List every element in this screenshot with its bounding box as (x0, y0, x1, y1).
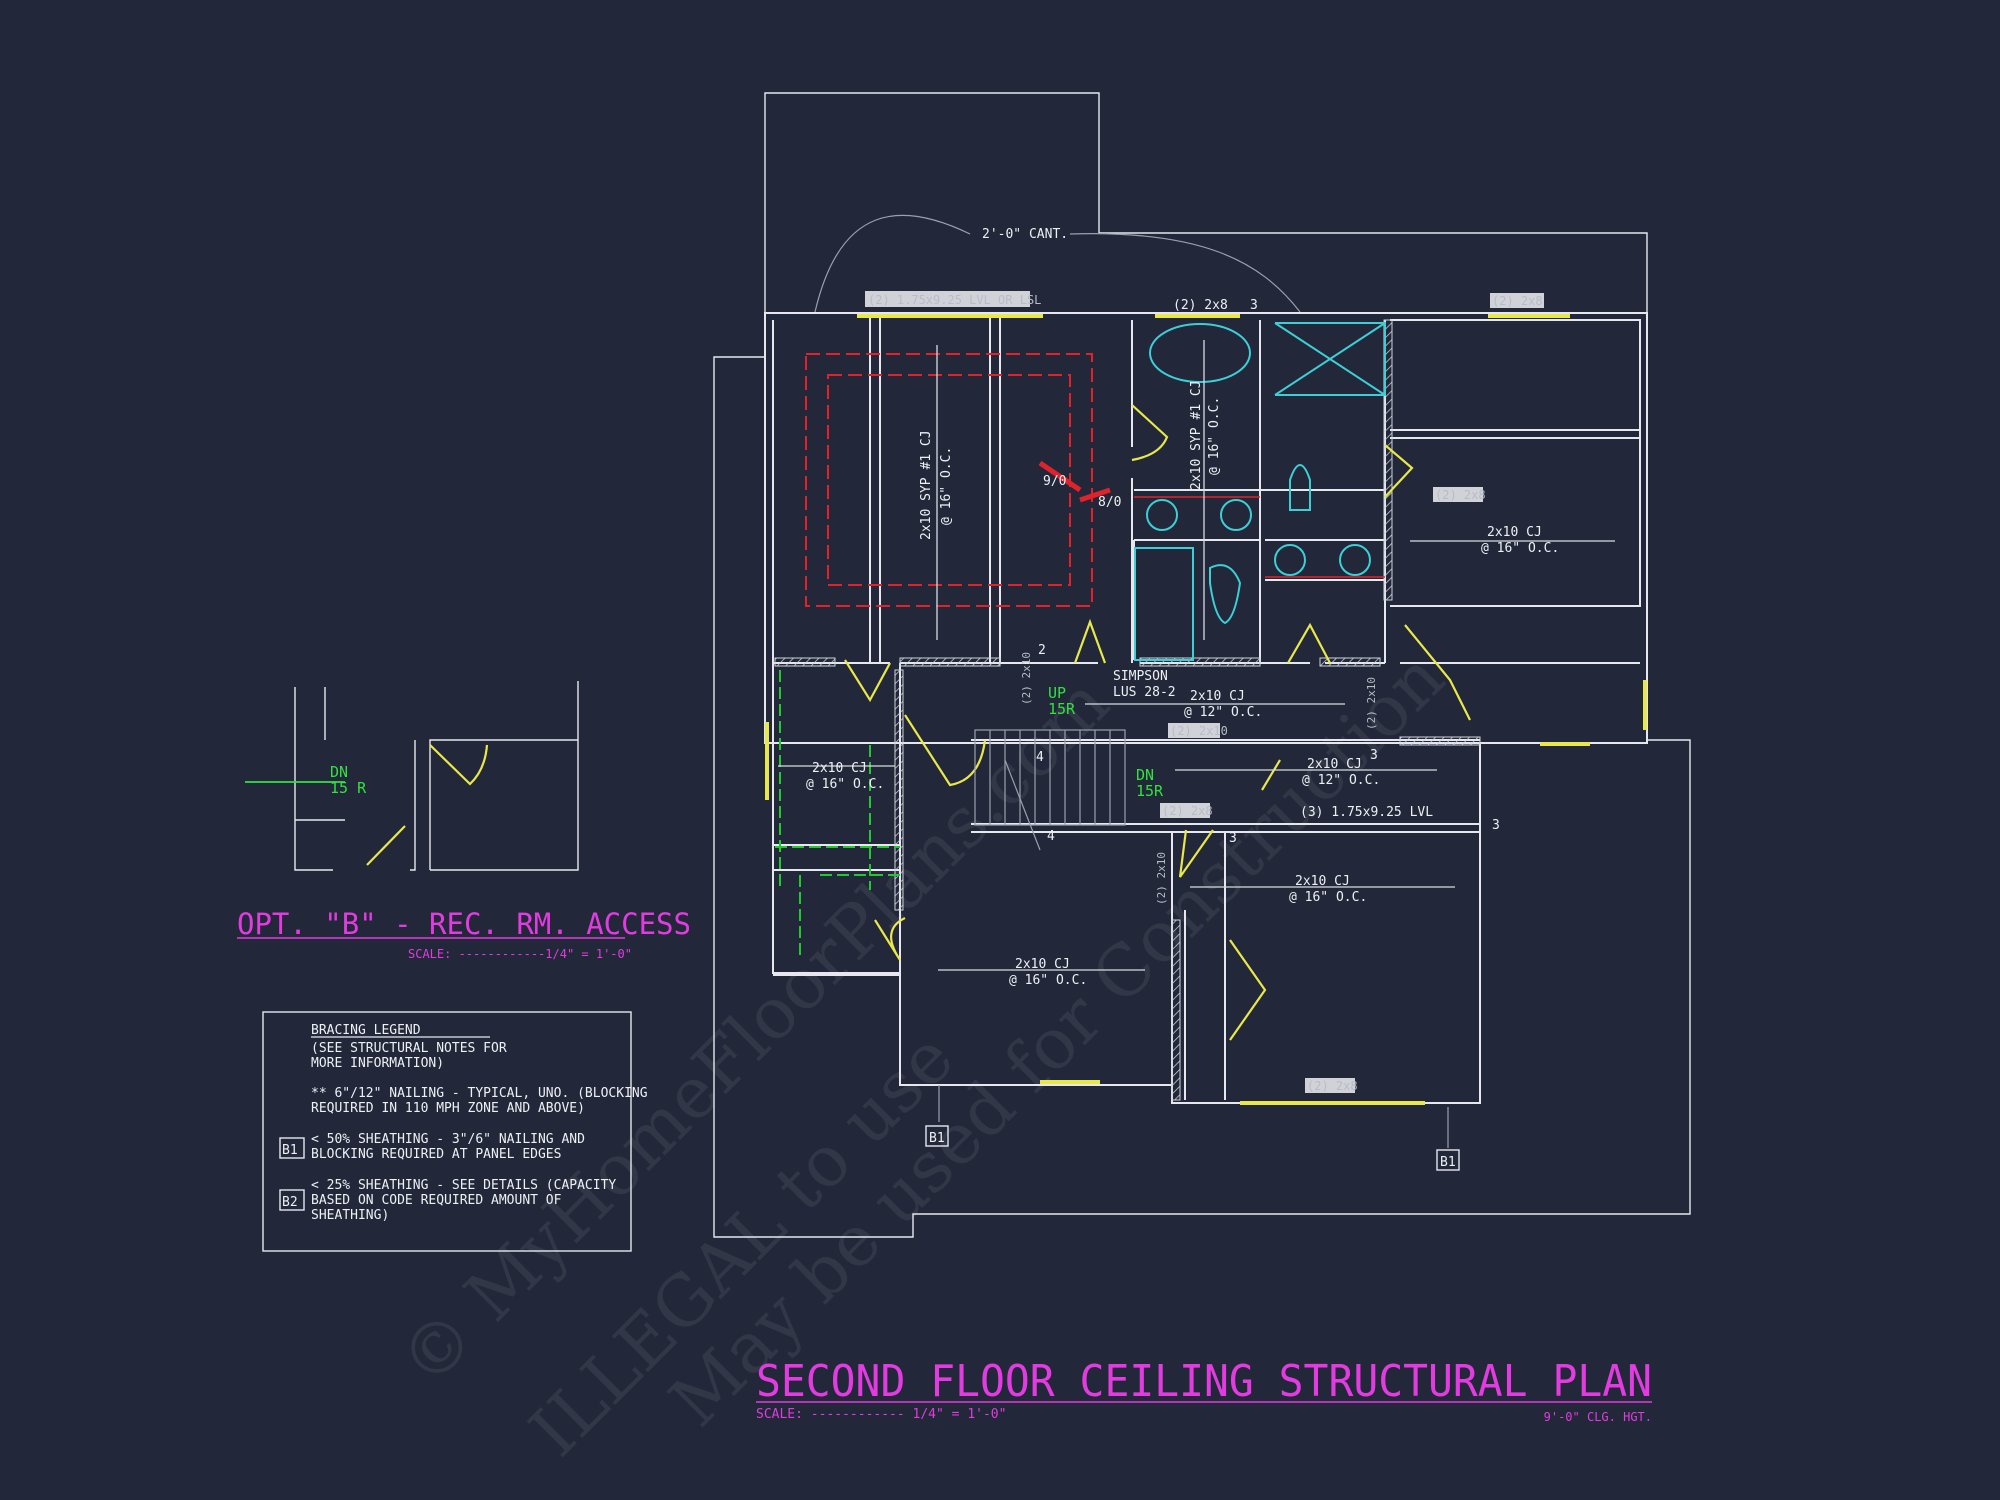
joist-label: 2x10 CJ (1190, 689, 1245, 704)
post-tag: 3 (1229, 831, 1237, 846)
door-swings (844, 404, 1471, 1041)
stairs-up-label: UP (1048, 684, 1066, 702)
joist-label: 2x10 SYP #1 CJ (919, 430, 934, 540)
joist-label: @ 16" O.C. (1009, 973, 1087, 988)
post-tag: 3 (1370, 748, 1378, 763)
joist-span-arrows (778, 340, 1615, 971)
joist-label: @ 16" O.C. (1207, 397, 1222, 475)
cantilever-leader (814, 214, 971, 313)
walls (764, 312, 1648, 1104)
joist-label: 2x10 CJ (1487, 525, 1542, 540)
legend-item-text: SHEATHING) (311, 1208, 389, 1223)
joist-label: @ 12" O.C. (1184, 705, 1262, 720)
joist-label: @ 16" O.C. (1289, 890, 1367, 905)
stairs-up-label: 15R (1048, 700, 1076, 718)
option-b-title: OPT. "B" - REC. RM. ACCESS (237, 907, 691, 941)
tray-mark: 9/0 (1043, 474, 1066, 489)
legend-typical: REQUIRED IN 110 MPH ZONE AND ABOVE) (311, 1101, 585, 1116)
watermark: © MyHomeFloorPlans.com ILLEGAL to use Ma… (384, 636, 1460, 1472)
header-label: (2) 2x8 (1173, 298, 1228, 313)
header-label: (2) 2x10 (1365, 677, 1378, 730)
joist-label: 2x10 SYP #1 CJ (1189, 380, 1204, 490)
bathroom-fixtures (1134, 322, 1386, 661)
hanger-label: LUS 28-2 (1113, 685, 1176, 700)
header-label: (2) 2x8 (1492, 294, 1543, 308)
plan-labels: 2'-0" CANT. (2) 1.75x9.25 LVL OR LSL (2)… (806, 227, 1559, 1171)
ceiling-height: 9'-0" CLG. HGT. (1544, 1410, 1652, 1424)
joist-label: @ 16" O.C. (939, 447, 954, 525)
stairs-down-label: DN (1136, 766, 1154, 784)
post-tag: 4 (1036, 750, 1044, 765)
stairs-down-label: 15R (1136, 782, 1164, 800)
legend-note: (SEE STRUCTURAL NOTES FOR (311, 1041, 507, 1056)
bracing-tag: B1 (1440, 1155, 1456, 1170)
post-tag: 3 (1492, 818, 1500, 833)
joist-label: @ 12" O.C. (1302, 773, 1380, 788)
cantilever-label: 2'-0" CANT. (982, 227, 1068, 242)
roof-outline (713, 92, 1691, 1238)
post-tag: 4 (1047, 829, 1055, 844)
header-beams (765, 314, 1647, 1105)
joist-label: @ 16" O.C. (1481, 541, 1559, 556)
plan-scale: SCALE: ------------ 1/4" = 1'-0" (756, 1407, 1006, 1422)
header-label: (2) 2x8 (1162, 804, 1213, 818)
bracing-tag: B1 (929, 1131, 945, 1146)
header-label: (2) 2x10 (1170, 724, 1228, 738)
header-label: (2) 2x10 (1155, 852, 1168, 905)
legend-typical: ** 6"/12" NAILING - TYPICAL, UNO. (BLOCK… (311, 1086, 648, 1101)
tray-ceiling (805, 353, 1111, 607)
plan-title: SECOND FLOOR CEILING STRUCTURAL PLAN (756, 1356, 1652, 1407)
plan-title-block: SECOND FLOOR CEILING STRUCTURAL PLAN SCA… (756, 1356, 1652, 1424)
legend-item-text: < 50% SHEATHING - 3"/6" NAILING AND (311, 1132, 585, 1147)
tray-mark: 8/0 (1098, 495, 1121, 510)
joist-label: 2x10 CJ (1295, 874, 1350, 889)
joist-label: 2x10 CJ (1015, 957, 1070, 972)
joist-label: 2x10 CJ (1307, 757, 1362, 772)
joist-label: @ 16" O.C. (806, 777, 884, 792)
legend-tag: B1 (282, 1143, 298, 1158)
stairs (775, 670, 1126, 960)
hanger-label: SIMPSON (1113, 669, 1168, 684)
legend-item-text: < 25% SHEATHING - SEE DETAILS (CAPACITY (311, 1178, 616, 1193)
legend-note: MORE INFORMATION) (311, 1056, 444, 1071)
option-b-stairs-label: 15 R (330, 779, 367, 797)
bracing-legend: BRACING LEGEND (SEE STRUCTURAL NOTES FOR… (262, 1011, 648, 1252)
post-tag: 3 (1250, 298, 1258, 313)
post-tag: 2 (1038, 643, 1046, 658)
cantilever-leader (1069, 233, 1301, 313)
legend-tag: B2 (282, 1195, 298, 1210)
legend-title: BRACING LEGEND (311, 1023, 421, 1038)
header-label: (2) 2x8 (1435, 488, 1486, 502)
legend-item-text: BASED ON CODE REQUIRED AMOUNT OF (311, 1193, 562, 1208)
beam-label: (3) 1.75x9.25 LVL (1300, 805, 1433, 820)
joist-label: 2x10 CJ (812, 761, 867, 776)
wall-hatching (774, 319, 1481, 1101)
header-label: (2) 2x8 (1307, 1079, 1358, 1093)
legend-item-text: BLOCKING REQUIRED AT PANEL EDGES (311, 1147, 561, 1162)
option-b-stairs-label: DN (330, 763, 348, 781)
option-b-detail: DN 15 R OPT. "B" - REC. RM. ACCESS SCALE… (237, 681, 691, 961)
header-label: (2) 1.75x9.25 LVL OR LSL (868, 293, 1041, 307)
option-b-scale: SCALE: ------------1/4" = 1'-0" (408, 947, 632, 961)
header-label: (2) 2x10 (1020, 652, 1033, 705)
